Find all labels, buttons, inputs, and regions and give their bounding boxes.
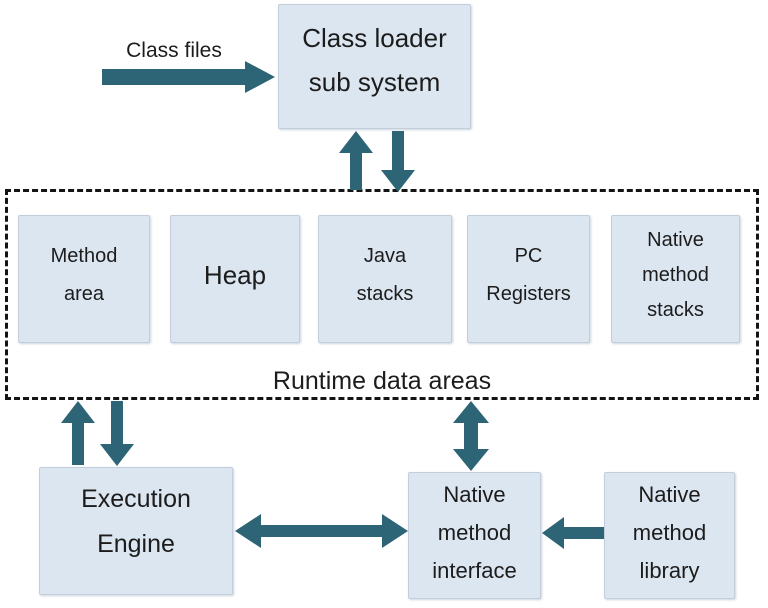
pc-registers-label-line1: PC: [514, 245, 543, 267]
native-method-library-label-line1: Native: [638, 481, 701, 507]
runtime-data-areas-label: Runtime data areas: [272, 367, 492, 395]
runtime-to-class-loader-up-arrow-icon: [339, 131, 373, 190]
class-files-label: Class files: [126, 39, 222, 62]
native-library-to-interface-arrow-icon: [542, 517, 604, 549]
execution-engine-label-line2: Engine: [97, 530, 175, 558]
method-area-label-line2: area: [63, 283, 105, 305]
execution-to-runtime-up-arrow-icon: [61, 401, 95, 465]
class-loader-label-line2: sub system: [308, 66, 441, 97]
native-method-library-label-line2: method: [632, 519, 707, 545]
class-loader-sub-system-node: Class loader sub system: [278, 4, 471, 129]
execution-engine-label-line1: Execution: [81, 485, 191, 513]
java-stacks-label-line2: stacks: [356, 283, 414, 305]
execution-engine-node: Execution Engine: [39, 467, 233, 595]
runtime-to-execution-down-arrow-icon: [100, 401, 134, 466]
class-files-to-class-loader-arrow-icon: [102, 61, 275, 93]
pc-registers-label-line2: Registers: [486, 283, 571, 305]
method-area-node: Method area: [18, 215, 150, 343]
java-stacks-label-line1: Java: [363, 245, 407, 267]
runtime-data-areas-container: Runtime data areas: [5, 189, 759, 400]
native-method-stacks-label-line2: method: [642, 263, 709, 286]
native-method-interface-label-line1: Native: [443, 481, 506, 507]
native-method-stacks-label-line3: stacks: [647, 298, 704, 321]
native-method-library-label-line3: library: [639, 557, 700, 583]
native-method-stacks-label-line1: Native: [647, 228, 704, 251]
native-method-interface-label-line2: method: [437, 519, 512, 545]
heap-node: Heap: [170, 215, 300, 343]
runtime-native-interface-double-arrow-icon: [453, 401, 489, 471]
native-method-stacks-node: Native method stacks: [611, 215, 740, 343]
native-method-interface-node: Native method interface: [408, 472, 541, 599]
class-loader-label-line1: Class loader: [302, 22, 447, 53]
java-stacks-node: Java stacks: [318, 215, 452, 343]
class-loader-to-runtime-down-arrow-icon: [381, 131, 415, 192]
method-area-label-line1: Method: [50, 245, 118, 267]
execution-native-interface-double-arrow-icon: [235, 514, 408, 548]
native-method-library-node: Native method library: [604, 472, 735, 599]
native-method-interface-label-line3: interface: [432, 557, 517, 583]
pc-registers-node: PC Registers: [467, 215, 590, 343]
heap-label: Heap: [203, 260, 267, 290]
